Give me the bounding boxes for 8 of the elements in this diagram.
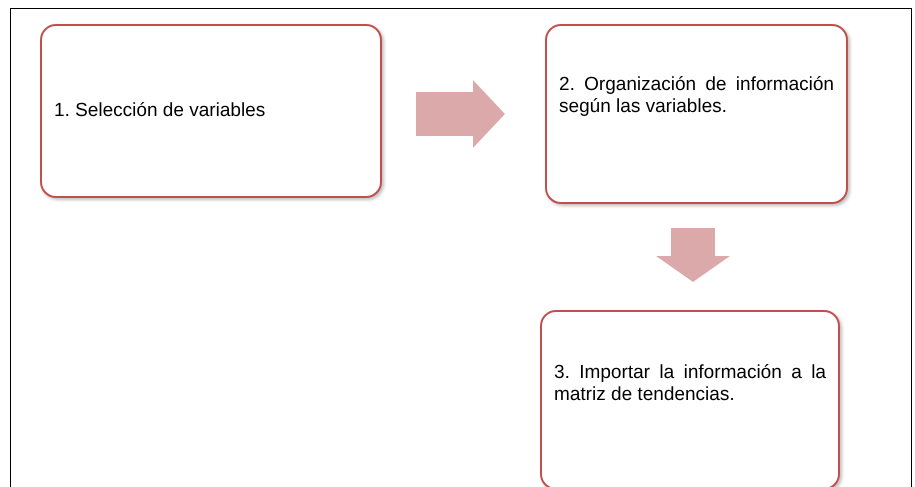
step-text: 3. Importar la información a la matriz de tendencias. [553,362,827,406]
process-box [540,310,840,487]
process-box [545,24,848,204]
process-box [40,24,382,198]
block-arrow [416,80,505,148]
step-text: 1. Selección de variables [53,100,266,122]
block-arrow [656,228,730,282]
step-text: 2. Organización de información según las variables. [558,74,835,118]
